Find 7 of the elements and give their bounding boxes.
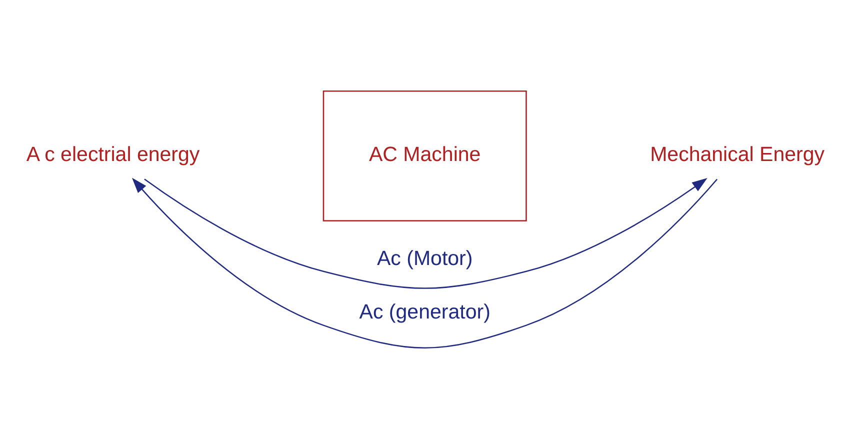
arrow	[132, 178, 718, 348]
node-text: A c electrial energy	[26, 142, 200, 166]
edge-label: Ac (generator)	[359, 300, 490, 324]
arrow	[144, 178, 708, 289]
node-box: AC Machine	[322, 90, 527, 222]
edge-label: Ac (Motor)	[376, 246, 473, 270]
node-text: Mechanical Energy	[650, 142, 825, 166]
